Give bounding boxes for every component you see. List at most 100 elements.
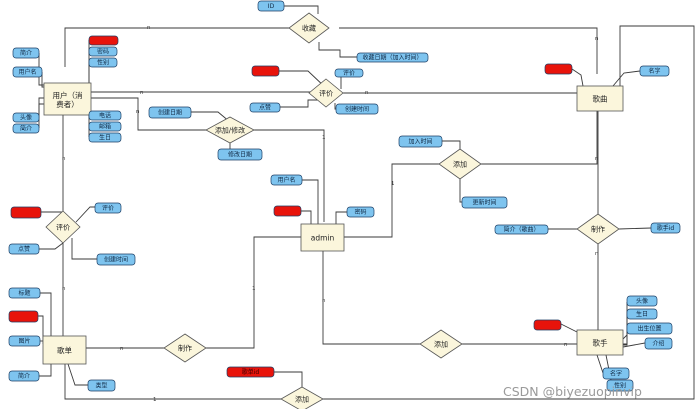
entity-label: 歌手: [593, 338, 608, 348]
connector-line: [279, 70, 327, 89]
attribute-as-update[interactable]: 更新时间: [461, 196, 508, 209]
attribute-pl-type[interactable]: 类型: [87, 379, 116, 392]
key-attribute[interactable]: [88, 35, 119, 46]
cardinality-label: n: [136, 109, 140, 115]
connector-line: [41, 72, 44, 88]
cardinality-label: n: [120, 346, 124, 352]
attribute-user-name[interactable]: 用户名: [12, 66, 43, 78]
relationship-r_comment_pl[interactable]: 评价: [45, 210, 81, 244]
attribute-collect-id[interactable]: ID: [257, 0, 285, 12]
attribute-cs-time[interactable]: 创建时间: [335, 103, 379, 115]
attribute-singer-avatar[interactable]: 头像: [626, 295, 658, 307]
cardinality-label: 1: [252, 286, 256, 292]
attribute-label: 介绍: [652, 340, 664, 348]
attribute-singer-gender[interactable]: 性别: [606, 379, 634, 392]
attribute-cp-like[interactable]: 点赞: [8, 243, 40, 255]
connector-line: [276, 5, 319, 14]
relationship-r_make_pl[interactable]: 制作: [163, 333, 207, 363]
attribute-user-email[interactable]: 邮箱: [88, 121, 122, 132]
relationship-label: 收藏: [302, 24, 316, 33]
attribute-user-phone[interactable]: 电话: [88, 110, 122, 121]
key-attribute[interactable]: [10, 206, 42, 219]
attribute-singer-intro[interactable]: 介绍: [644, 337, 673, 350]
attribute-user-avatar[interactable]: 头像: [12, 112, 40, 123]
connector-line: [612, 70, 641, 87]
key-attribute[interactable]: [251, 65, 280, 77]
diagram-nodes: nn1nnnn1nn1nnn1n用户（消费者）admin歌曲歌手歌单收藏评价添加…: [8, 0, 681, 409]
attribute-label: 评价: [343, 69, 355, 77]
attribute-pl-image[interactable]: 图片: [8, 335, 41, 347]
attribute-admin-pwd[interactable]: 密码: [346, 206, 375, 218]
attribute-label: 创建时间: [345, 105, 369, 113]
attribute-cp-time[interactable]: 创建时间: [96, 253, 136, 266]
attribute-user-intro2[interactable]: 简介: [12, 123, 40, 134]
attribute-label: 标题: [18, 289, 30, 297]
attribute-am-create[interactable]: 创建日期: [148, 106, 192, 119]
attribute-label: 简介: [20, 49, 32, 57]
relationship-r_add_singer[interactable]: 添加: [419, 329, 463, 359]
entity-label: 歌单: [57, 345, 72, 355]
relationship-r_addmod[interactable]: 添加/修改: [205, 116, 255, 144]
key-attribute[interactable]: [533, 319, 562, 331]
attribute-cs-comment[interactable]: 评价: [334, 68, 364, 78]
entity-admin[interactable]: admin: [300, 223, 345, 252]
attribute-label: 更新时间: [472, 199, 496, 207]
attribute-label: 邮箱: [99, 123, 111, 131]
connector-line: [622, 302, 628, 340]
attribute-singer-name[interactable]: 名字: [602, 367, 630, 380]
attribute-song-name[interactable]: 名字: [639, 65, 670, 77]
attribute-user-pwd[interactable]: 密码: [88, 46, 118, 57]
attribute-label: 头像: [636, 297, 648, 305]
attribute-label: 简介（歌曲）: [503, 226, 539, 234]
connector-line: [254, 129, 325, 222]
connector-line: [38, 97, 44, 118]
attribute-admin-user[interactable]: 用户名: [270, 174, 303, 186]
relationship-r_add_song[interactable]: 添加: [438, 148, 482, 180]
relationship-label: 添加/修改: [215, 126, 245, 135]
relationship-r_add_pl[interactable]: 添加: [280, 386, 324, 409]
cardinality-label: n: [62, 286, 66, 292]
relationship-r_make_song[interactable]: 制作: [576, 213, 620, 245]
attribute-singer-place[interactable]: 出生位置: [626, 322, 673, 335]
attribute-cp-comment[interactable]: 评价: [94, 202, 122, 214]
connector-line: [38, 315, 44, 344]
key-attribute[interactable]: [8, 310, 39, 323]
connector-line: [206, 236, 301, 349]
attribute-as-join[interactable]: 加入时间: [398, 135, 443, 148]
key-attribute[interactable]: [544, 63, 573, 75]
relationship-r_comment_song[interactable]: 评价: [308, 78, 344, 108]
attribute-ms-intro[interactable]: 简介（歌曲）: [494, 224, 549, 235]
attribute-label: 性别: [97, 59, 109, 67]
entity-user[interactable]: 用户（消费者）: [43, 82, 92, 116]
attribute-label: 简介: [18, 372, 30, 380]
attribute-singer-birth[interactable]: 生日: [626, 308, 658, 320]
attribute-pl-intro[interactable]: 简介: [8, 370, 40, 382]
cardinality-label: n: [564, 342, 568, 348]
attribute-am-modify[interactable]: 修改日期: [217, 148, 263, 161]
connector-line: [323, 25, 695, 400]
attribute-user-intro[interactable]: 简介: [12, 47, 40, 59]
entity-singer[interactable]: 歌手: [576, 329, 624, 356]
relationship-r_collect[interactable]: 收藏: [288, 12, 330, 44]
key-attribute[interactable]: 歌单id: [226, 366, 275, 378]
attribute-collect-date[interactable]: 收藏日期（加入时间）: [356, 52, 429, 63]
attribute-label: 名字: [610, 370, 622, 378]
connector-line: [40, 292, 52, 336]
relationship-label: 添加: [453, 160, 467, 169]
attribute-ms-singer[interactable]: 歌手id: [650, 222, 681, 234]
attribute-label: 名字: [648, 67, 660, 75]
entity-label: 用户（消费者）: [53, 90, 83, 109]
connector-line: [64, 27, 299, 67]
entity-playlist[interactable]: 歌单: [42, 335, 87, 365]
connector-line: [274, 371, 303, 387]
cardinality-label: n: [140, 90, 144, 96]
attribute-user-birth[interactable]: 生日: [88, 132, 122, 143]
attribute-user-gender[interactable]: 性别: [88, 57, 118, 68]
key-attribute[interactable]: [273, 205, 302, 217]
attribute-label: 密码: [97, 48, 109, 56]
attribute-pl-title[interactable]: 标题: [8, 287, 41, 299]
attribute-cs-like[interactable]: 点赞: [249, 102, 281, 113]
entity-song[interactable]: 歌曲: [576, 85, 624, 112]
cardinality-label: 1: [153, 397, 157, 403]
